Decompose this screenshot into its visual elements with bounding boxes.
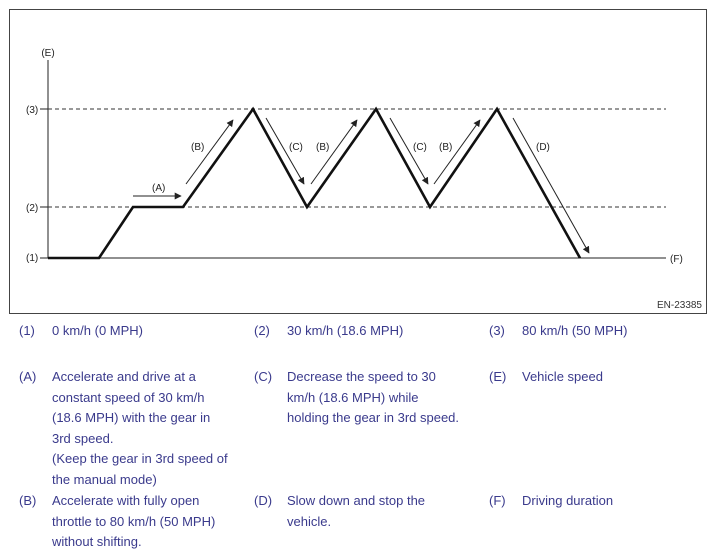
arrow-b-3 — [433, 119, 481, 185]
legend-text: Vehicle speed — [522, 369, 603, 384]
x-axis-label: (F) — [670, 254, 683, 265]
arrow-c-2 — [389, 117, 429, 185]
level-2-label: (2) — [26, 203, 38, 214]
legend-item-a: (A) Accelerate and drive at a constant s… — [19, 367, 249, 491]
legend-text: Driving duration — [522, 493, 614, 508]
arrow-b-3-label: (B) — [439, 142, 452, 153]
arrow-b-2 — [310, 119, 358, 185]
legend-text: Accelerate with fully open throttle to 8… — [52, 493, 216, 549]
legend-text: 80 km/h (50 MPH) — [522, 323, 628, 338]
legend-item-f: (F) Driving duration — [489, 491, 709, 512]
arrow-d-label: (D) — [536, 142, 550, 153]
diagram-canvas: (E) (F) (3) (2) (1) (A) (B) (C) (B) (C) … — [26, 48, 683, 265]
arrow-b-1 — [185, 119, 234, 185]
arrow-c-2-label: (C) — [413, 142, 427, 153]
legend-code: (C) — [254, 369, 273, 384]
arrow-c-1 — [265, 117, 305, 185]
legend-text: 0 km/h (0 MPH) — [52, 323, 144, 338]
level-1-label: (1) — [26, 253, 38, 264]
legend-item-e: (E) Vehicle speed — [489, 367, 709, 388]
legend-text: 30 km/h (18.6 MPH) — [287, 323, 404, 338]
legend-code: (2) — [254, 323, 270, 338]
speed-profile-line — [48, 106, 582, 260]
arrow-b-1-label: (B) — [191, 142, 204, 153]
legend-code: (F) — [489, 493, 506, 508]
level-3-label: (3) — [26, 105, 38, 116]
arrow-b-2-label: (B) — [316, 142, 329, 153]
legend-code: (B) — [19, 493, 37, 508]
legend-item-2: (2) 30 km/h (18.6 MPH) — [254, 321, 479, 342]
legend-text: Accelerate and drive at a constant speed… — [52, 369, 228, 487]
figure-id: EN-23385 — [656, 300, 702, 311]
legend-code: (3) — [489, 323, 505, 338]
legend-item-1: (1) 0 km/h (0 MPH) — [19, 321, 244, 342]
legend-item-c: (C) Decrease the speed to 30 km/h (18.6 … — [254, 367, 484, 431]
legend-code: (E) — [489, 369, 507, 384]
legend-text: Slow down and stop the vehicle. — [287, 493, 426, 529]
legend-code: (D) — [254, 493, 273, 508]
legend-item-d: (D) Slow down and stop the vehicle. — [254, 491, 484, 535]
legend-item-b: (B) Accelerate with fully open throttle … — [19, 491, 249, 555]
y-axis-label: (E) — [41, 48, 54, 59]
speed-pattern-diagram: (E) (F) (3) (2) (1) (A) (B) (C) (B) (C) … — [9, 9, 707, 314]
legend-code: (A) — [19, 369, 37, 384]
legend-item-3: (3) 80 km/h (50 MPH) — [489, 321, 709, 342]
arrow-c-1-label: (C) — [289, 142, 303, 153]
legend-text: Decrease the speed to 30 km/h (18.6 MPH)… — [287, 369, 460, 425]
arrow-a-label: (A) — [152, 183, 165, 194]
legend-code: (1) — [19, 323, 35, 338]
arrow-d — [512, 117, 590, 254]
